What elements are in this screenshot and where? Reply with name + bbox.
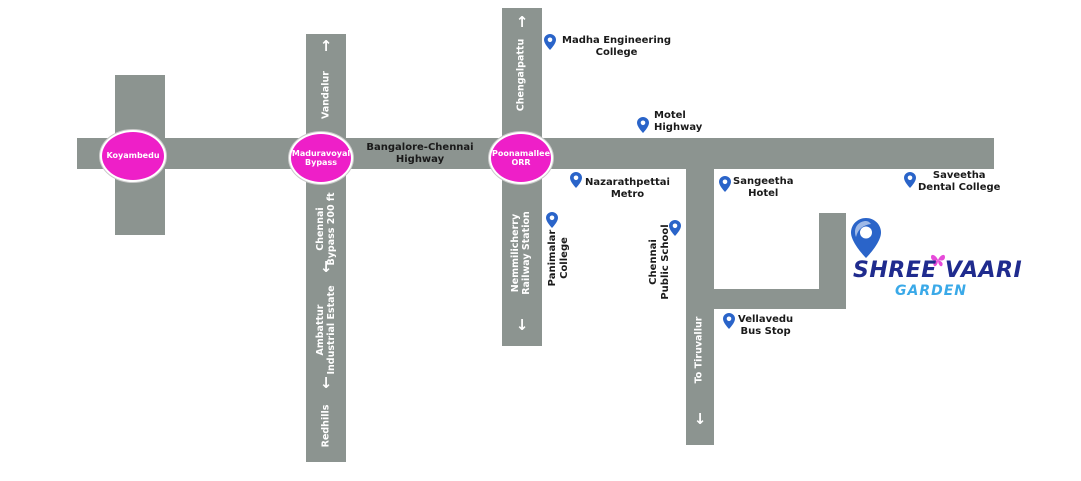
location-pin-icon xyxy=(544,34,556,50)
brand-location-pin-icon xyxy=(851,218,881,258)
garden-approach-road xyxy=(714,289,846,309)
butterfly-icon xyxy=(931,254,945,267)
junction-maduravoyal-bypass[interactable]: Maduravoyal Bypass xyxy=(289,132,353,184)
location-pin-icon xyxy=(723,313,735,329)
location-pin-icon xyxy=(669,220,681,236)
road-label-ambattur: Ambattur Industrial Estate xyxy=(315,285,337,375)
arrow-down-icon: ↓ xyxy=(693,410,707,428)
chennai-bypass-road xyxy=(306,34,346,462)
location-pin-icon xyxy=(719,176,731,192)
road-label-nemmilicherry: Nemmilicherry Railway Station xyxy=(510,211,532,295)
junction-poonamallee-orr[interactable]: Poonamallee ORR xyxy=(489,132,553,184)
road-label-vandalur: Vandalur xyxy=(320,71,332,119)
poi-madha-engineering-college: Madha Engineering College xyxy=(562,35,672,58)
poi-nazarathpettai-metro: Nazarathpettai Metro xyxy=(585,177,670,200)
road-label-to-tiruvallur: To Tiruvallur xyxy=(693,316,705,384)
poi-sangeetha-hotel: Sangeetha Hotel xyxy=(733,176,794,199)
arrow-up-icon: ↑ xyxy=(319,37,333,55)
arrow-up-icon: ↑ xyxy=(515,13,529,31)
brand-subtitle: GARDEN xyxy=(895,283,968,299)
poi-saveetha-dental-college: Saveetha Dental College xyxy=(918,170,1001,193)
location-pin-icon xyxy=(637,117,649,133)
poi-chennai-public-school: Chennai Public School xyxy=(648,224,671,300)
tiruvallur-road xyxy=(686,165,714,445)
arrow-down-icon: ↓ xyxy=(319,258,333,276)
road-label-chennai-bypass: Chennai Bypass 200 ft xyxy=(315,192,337,266)
location-pin-icon xyxy=(904,172,916,188)
arrow-down-icon: ↓ xyxy=(515,316,529,334)
junction-koyambedu[interactable]: Koyambedu xyxy=(100,130,166,182)
garden-side-road xyxy=(819,213,846,309)
highway-label: Bangalore-Chennai Highway xyxy=(366,142,474,165)
road-label-chengalpattu: Chengalpattu xyxy=(515,38,527,112)
location-pin-icon xyxy=(570,172,582,188)
road-label-redhills: Redhills xyxy=(320,404,332,448)
location-pin-icon xyxy=(546,212,558,228)
brand-title: SHREE VAARI xyxy=(853,258,1023,283)
poi-motel-highway: Motel Highway xyxy=(654,110,703,133)
poi-vellavedu-bus-stop: Vellavedu Bus Stop xyxy=(738,314,794,337)
poi-panimalar-college: Panimalar College xyxy=(547,229,570,287)
arrow-down-icon: ↓ xyxy=(319,374,333,392)
